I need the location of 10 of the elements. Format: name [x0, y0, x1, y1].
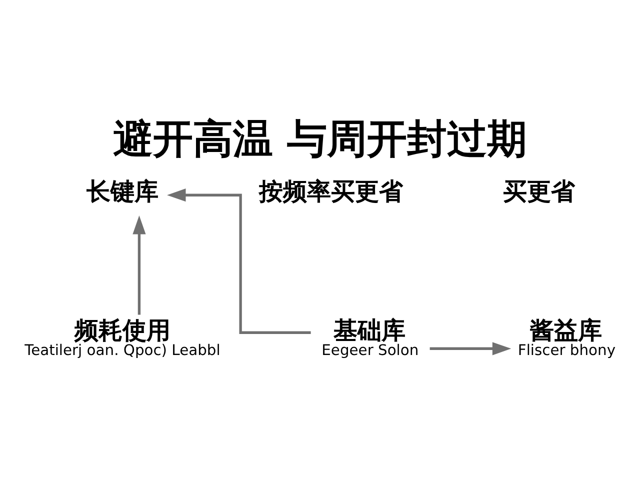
arrow	[167, 188, 311, 334]
label: 按频率买更省	[258, 177, 403, 206]
diagram-title: 避开高温 与周开封过期	[113, 116, 528, 162]
arrow	[132, 215, 146, 314]
label: 买更省	[503, 177, 576, 206]
node-text: 基础库 Eegeer Solon	[322, 316, 419, 359]
node-text: 酱益库 Fliscer bhony	[518, 316, 616, 359]
arrow	[430, 342, 512, 355]
node-text: 频耗使用 Teatilerj oan. Qpoc) Leabbl	[24, 316, 220, 359]
node-text: 长键库	[86, 177, 159, 206]
